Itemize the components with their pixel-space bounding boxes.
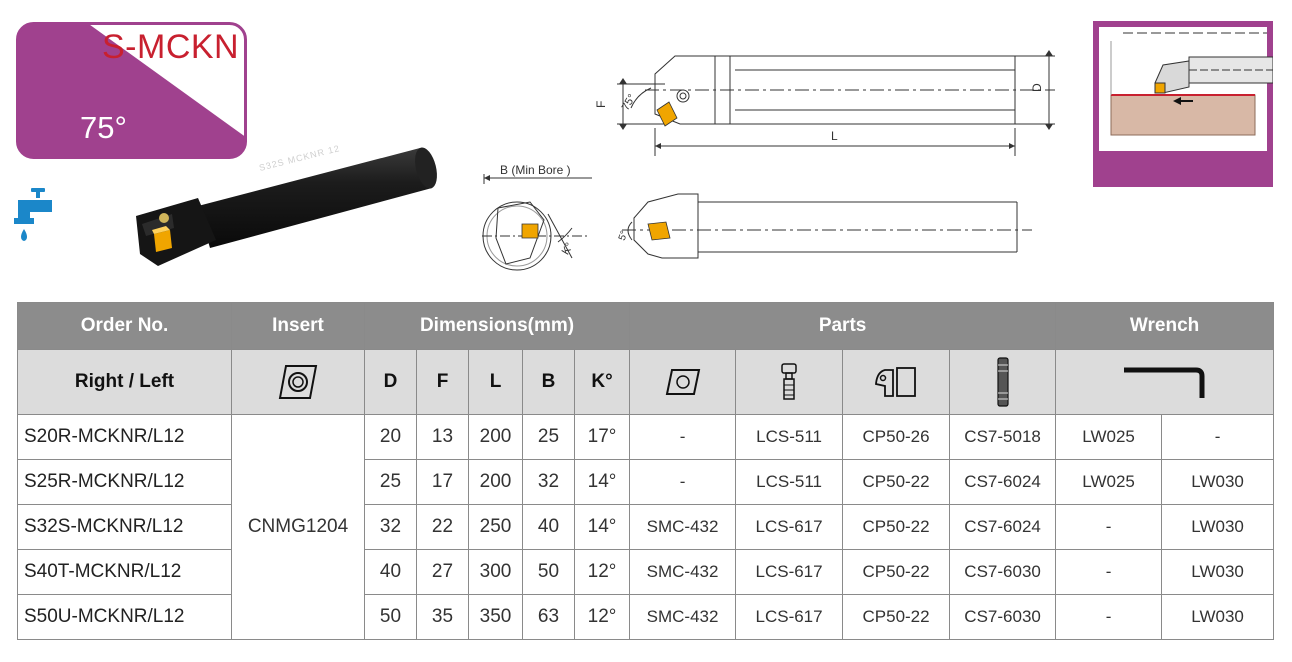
- dim-k: 17°: [573, 414, 631, 460]
- header-hand: Right / Left: [17, 349, 232, 415]
- order-number: S25R-MCKNR/L12: [17, 459, 232, 505]
- insert-shape-icon: [231, 349, 365, 415]
- screw-part: LCS-617: [735, 549, 844, 595]
- header-d: D: [364, 349, 417, 415]
- clamp-part: CP50-22: [842, 594, 951, 640]
- screw-part: LCS-511: [735, 459, 844, 505]
- header-k: K°: [573, 349, 631, 415]
- pin-part: CS7-6030: [949, 594, 1057, 640]
- header-dimensions: Dimensions(mm): [363, 302, 631, 350]
- wrench-part-2: LW030: [1161, 549, 1275, 595]
- dim-k: 14°: [573, 459, 631, 505]
- wrench-part-2: -: [1161, 414, 1275, 460]
- dim-f: 27: [416, 549, 469, 595]
- hex-wrench-icon: [1055, 349, 1275, 415]
- top-view-diagram: B (Min Bore ) K° 5°: [482, 163, 1032, 271]
- header-parts: Parts: [629, 302, 1057, 350]
- dim-l: 250: [468, 504, 523, 550]
- approach-angle: 75°: [80, 110, 127, 145]
- dim-b: 50: [522, 549, 575, 595]
- order-number: S32S-MCKNR/L12: [17, 504, 232, 550]
- table-row: S50U-MCKNR/L12 50 35 350 63 12° SMC-432 …: [17, 594, 1275, 640]
- dim-k: 14°: [573, 504, 631, 550]
- dim-l: 200: [468, 414, 523, 460]
- header-f: F: [416, 349, 469, 415]
- dim-d: 50: [364, 594, 417, 640]
- shim-part: SMC-432: [629, 549, 737, 595]
- clearance-angle-label: 5°: [617, 229, 631, 242]
- dim-f: 22: [416, 504, 469, 550]
- min-bore-label: B (Min Bore ): [500, 163, 571, 177]
- clamp-part: CP50-22: [842, 504, 951, 550]
- pin-part: CS7-6024: [949, 504, 1057, 550]
- clamp-part: CP50-22: [842, 459, 951, 505]
- wrench-part-1: LW025: [1055, 414, 1163, 460]
- screw-part: LCS-511: [735, 414, 844, 460]
- wrench-part-2: LW030: [1161, 504, 1275, 550]
- pin-part: CS7-5018: [949, 414, 1057, 460]
- dim-l: 200: [468, 459, 523, 505]
- dim-b: 32: [522, 459, 575, 505]
- dim-d: 40: [364, 549, 417, 595]
- dim-d-label: D: [1030, 83, 1044, 92]
- specification-table: Order No. Insert Dimensions(mm) Parts Wr…: [17, 302, 1275, 640]
- wrench-part-2: LW030: [1161, 594, 1275, 640]
- order-number: S40T-MCKNR/L12: [17, 549, 232, 595]
- table-row: S20R-MCKNR/L12 CNMG1204 20 13 200 25 17°…: [17, 414, 1275, 640]
- shim-part: -: [629, 459, 737, 505]
- order-number: S20R-MCKNR/L12: [17, 414, 232, 460]
- dim-d: 20: [364, 414, 417, 460]
- header-b: B: [522, 349, 575, 415]
- dim-b: 25: [522, 414, 575, 460]
- shim-icon: [629, 349, 737, 415]
- insert-code: CNMG1204: [231, 414, 365, 640]
- screw-icon: [735, 349, 844, 415]
- dim-f: 13: [416, 414, 469, 460]
- wrench-part-1: LW025: [1055, 459, 1163, 505]
- clamp-part: CP50-22: [842, 549, 951, 595]
- dim-l-label: L: [831, 129, 838, 143]
- pin-icon: [949, 349, 1057, 415]
- header-wrench: Wrench: [1055, 302, 1275, 350]
- order-number: S50U-MCKNR/L12: [17, 594, 232, 640]
- dim-l: 350: [468, 594, 523, 640]
- header-order-no: Order No.: [17, 302, 232, 350]
- series-badge: S-MCKN 75°: [16, 22, 247, 159]
- clamp-icon: [842, 349, 951, 415]
- dim-l: 300: [468, 549, 523, 595]
- dim-angle-label: 75°: [620, 92, 639, 112]
- application-thumbnail: [1093, 21, 1273, 187]
- table-row: S25R-MCKNR/L12 25 17 200 32 14° - LCS-51…: [17, 459, 1275, 505]
- side-view-diagram: F 75° D L: [594, 50, 1055, 156]
- tool-holder-image: [136, 147, 437, 266]
- shim-part: -: [629, 414, 737, 460]
- pin-part: CS7-6024: [949, 459, 1057, 505]
- shim-part: SMC-432: [629, 504, 737, 550]
- shim-part: SMC-432: [629, 594, 737, 640]
- dim-k: 12°: [573, 594, 631, 640]
- screw-part: LCS-617: [735, 594, 844, 640]
- dim-f: 35: [416, 594, 469, 640]
- wrench-part-1: -: [1055, 594, 1163, 640]
- wrench-part-1: -: [1055, 504, 1163, 550]
- table-row: S40T-MCKNR/L12 40 27 300 50 12° SMC-432 …: [17, 549, 1275, 595]
- dim-k: 12°: [573, 549, 631, 595]
- header-l: L: [468, 349, 523, 415]
- dim-d: 25: [364, 459, 417, 505]
- clamp-part: CP50-26: [842, 414, 951, 460]
- coolant-tap-icon: [14, 188, 52, 241]
- table-row: S32S-MCKNR/L12 32 22 250 40 14° SMC-432 …: [17, 504, 1275, 550]
- dim-b: 40: [522, 504, 575, 550]
- k-angle-label: K°: [560, 241, 576, 257]
- header-insert: Insert: [231, 302, 365, 350]
- dim-f: 17: [416, 459, 469, 505]
- dim-b: 63: [522, 594, 575, 640]
- wrench-part-2: LW030: [1161, 459, 1275, 505]
- series-title: S-MCKN: [102, 28, 240, 66]
- dim-d: 32: [364, 504, 417, 550]
- pin-part: CS7-6030: [949, 549, 1057, 595]
- dim-f-label: F: [594, 101, 608, 108]
- wrench-part-1: -: [1055, 549, 1163, 595]
- screw-part: LCS-617: [735, 504, 844, 550]
